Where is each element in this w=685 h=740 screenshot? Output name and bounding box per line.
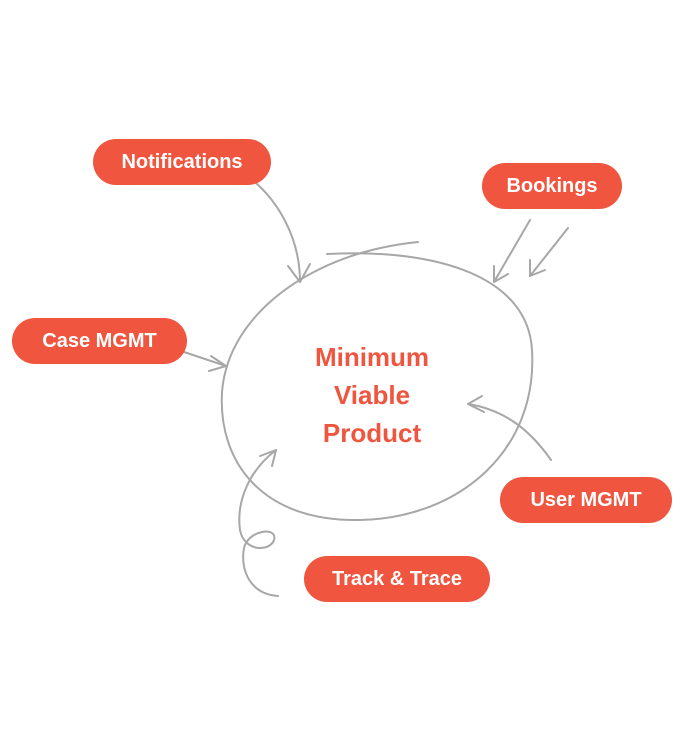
track-trace-arrow [238,449,279,597]
bookings-pill: Bookings [482,163,622,209]
center-title: Minimum Viable Product [272,338,472,452]
case-mgmt-arrow [183,351,227,367]
center-title-line-1: Minimum [314,342,430,372]
user-mgmt-arrow [467,403,552,461]
case-mgmt-arrowhead [208,355,227,372]
user-mgmt-arrowhead [467,395,485,413]
notifications-pill: Notifications [93,139,271,185]
user-mgmt-pill: User MGMT [500,477,672,523]
center-title-line-2: Viable [333,380,411,410]
center-title-line-3: Product [322,418,422,448]
notifications-arrow [249,177,301,283]
bookings-arrowhead-1 [493,265,509,283]
bookings-arrow-1 [493,219,531,283]
notifications-arrowhead [287,263,311,283]
case-mgmt-pill: Case MGMT [12,318,187,364]
track-trace-pill: Track & Trace [304,556,490,602]
central-loop [220,241,534,522]
bookings-arrow-2 [529,227,569,277]
track-trace-arrowhead [259,449,277,467]
bookings-arrowhead-2 [529,259,546,277]
